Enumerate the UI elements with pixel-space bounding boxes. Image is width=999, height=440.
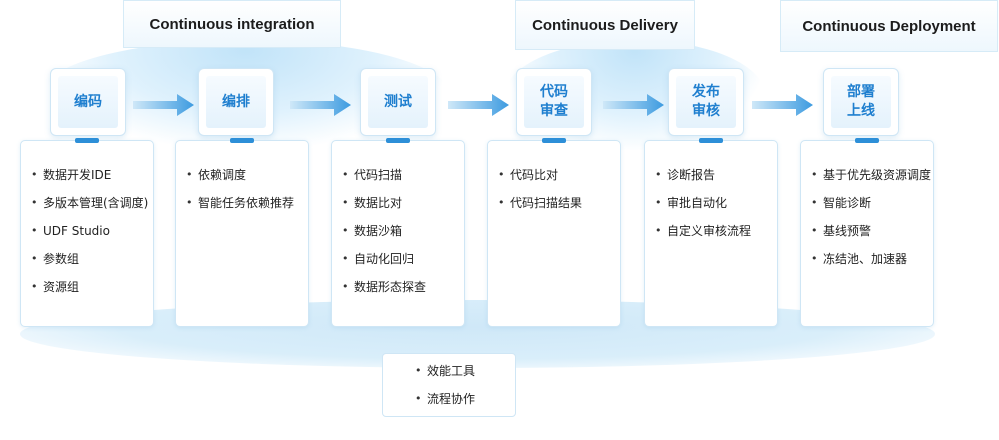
bullet-icon: • <box>186 196 193 209</box>
bullet-icon: • <box>811 252 818 265</box>
list-item: •代码扫描 <box>342 161 464 189</box>
bullet-icon: • <box>655 224 662 237</box>
bullet-icon: • <box>655 168 662 181</box>
bullet-icon: • <box>811 196 818 209</box>
bullet-icon: • <box>31 280 38 293</box>
bullet-icon: • <box>415 392 422 405</box>
card-tab <box>386 138 410 143</box>
card-tab <box>75 138 99 143</box>
tools-card: •效能工具 •流程协作 <box>382 353 516 417</box>
card-code-review: •代码比对 •代码扫描结果 <box>487 138 621 327</box>
list-item: •诊断报告 <box>655 161 777 189</box>
bullet-icon: • <box>186 168 193 181</box>
list-item: •智能任务依赖推荐 <box>186 189 308 217</box>
card-release-audit: •诊断报告 •审批自动化 •自定义审核流程 <box>644 138 778 327</box>
list-item: •审批自动化 <box>655 189 777 217</box>
list-item: •依赖调度 <box>186 161 308 189</box>
bullet-icon: • <box>342 224 349 237</box>
step-release-audit-label: 发布审核 <box>676 76 736 128</box>
arrow-right-icon <box>603 94 664 116</box>
step-deploy: 部署上线 <box>823 68 899 136</box>
arrow-right-icon <box>290 94 351 116</box>
list-item: •自定义审核流程 <box>655 217 777 245</box>
list-item: •效能工具 <box>415 357 515 385</box>
phase-title-deployment: Continuous Deployment <box>780 0 998 52</box>
list-item: •UDF Studio <box>31 217 153 245</box>
bullet-icon: • <box>342 196 349 209</box>
bullet-icon: • <box>811 224 818 237</box>
step-coding-label: 编码 <box>58 76 118 128</box>
list-item: •代码扫描结果 <box>498 189 620 217</box>
list-item: •冻结池、加速器 <box>811 245 933 273</box>
phase-title-delivery: Continuous Delivery <box>515 0 695 50</box>
bullet-icon: • <box>342 280 349 293</box>
step-coding: 编码 <box>50 68 126 136</box>
bullet-icon: • <box>31 224 38 237</box>
list-item: •数据形态探查 <box>342 273 464 301</box>
list-item: •数据比对 <box>342 189 464 217</box>
list-item: •数据沙箱 <box>342 217 464 245</box>
step-code-review: 代码审查 <box>516 68 592 136</box>
step-testing: 测试 <box>360 68 436 136</box>
phase-title-deployment-text: Continuous Deployment <box>802 17 976 35</box>
list-item: •代码比对 <box>498 161 620 189</box>
bullet-icon: • <box>498 168 505 181</box>
arrow-right-icon <box>133 94 194 116</box>
step-deploy-label: 部署上线 <box>831 76 891 128</box>
step-release-audit: 发布审核 <box>668 68 744 136</box>
list-item: •参数组 <box>31 245 153 273</box>
list-item: •流程协作 <box>415 385 515 413</box>
list-item: •基于优先级资源调度 <box>811 161 933 189</box>
card-coding: •数据开发IDE •多版本管理(含调度) •UDF Studio •参数组 •资… <box>20 138 154 327</box>
step-orchestration-label: 编排 <box>206 76 266 128</box>
list-item: •自动化回归 <box>342 245 464 273</box>
list-item: •智能诊断 <box>811 189 933 217</box>
arrow-right-icon <box>752 94 813 116</box>
bullet-icon: • <box>498 196 505 209</box>
list-item: •基线预警 <box>811 217 933 245</box>
phase-title-ci-text: Continuous integration <box>149 15 315 33</box>
bullet-icon: • <box>31 168 38 181</box>
list-item: •资源组 <box>31 273 153 301</box>
card-testing: •代码扫描 •数据比对 •数据沙箱 •自动化回归 •数据形态探查 <box>331 138 465 327</box>
step-code-review-label: 代码审查 <box>524 76 584 128</box>
bullet-icon: • <box>342 252 349 265</box>
bullet-icon: • <box>655 196 662 209</box>
arrow-right-icon <box>448 94 509 116</box>
bullet-icon: • <box>31 196 38 209</box>
step-testing-label: 测试 <box>368 76 428 128</box>
card-deploy: •基于优先级资源调度 •智能诊断 •基线预警 •冻结池、加速器 <box>800 138 934 327</box>
bullet-icon: • <box>342 168 349 181</box>
card-orchestration: •依赖调度 •智能任务依赖推荐 <box>175 138 309 327</box>
bullet-icon: • <box>415 364 422 377</box>
card-tab <box>699 138 723 143</box>
card-tab <box>230 138 254 143</box>
list-item: •多版本管理(含调度) <box>31 189 153 217</box>
card-tab <box>855 138 879 143</box>
phase-title-ci: Continuous integration <box>123 0 341 48</box>
card-tab <box>542 138 566 143</box>
bullet-icon: • <box>31 252 38 265</box>
step-orchestration: 编排 <box>198 68 274 136</box>
phase-title-delivery-text: Continuous Delivery <box>532 16 678 34</box>
list-item: •数据开发IDE <box>31 161 153 189</box>
bullet-icon: • <box>811 168 818 181</box>
